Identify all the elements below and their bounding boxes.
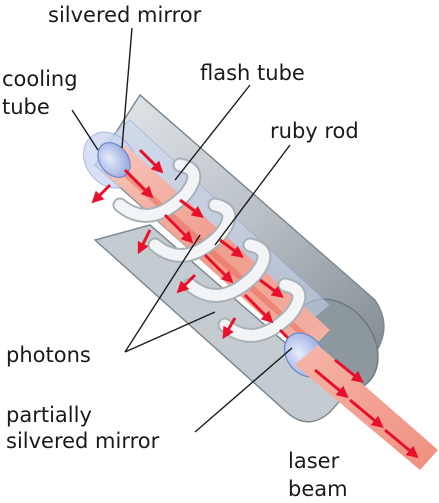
label-cooling-tube-line1: cooling: [2, 67, 78, 91]
laser-beam: [295, 345, 438, 470]
label-cooling-tube-line2: tube: [2, 95, 50, 119]
label-partially-silvered-line2: silvered mirror: [6, 429, 160, 453]
label-ruby-rod: ruby rod: [270, 119, 359, 143]
label-laser-beam-line1: laser: [288, 449, 340, 473]
leader-lines: [71, 27, 293, 433]
label-silvered-mirror: silvered mirror: [48, 3, 202, 27]
label-laser-beam-line2: beam: [288, 477, 348, 501]
label-flash-tube: flash tube: [200, 61, 305, 85]
label-partially-silvered-line1: partially: [6, 403, 92, 427]
flash-tube-coils: [112, 157, 307, 343]
label-photons: photons: [6, 343, 91, 367]
silvered-mirror: [97, 142, 131, 178]
